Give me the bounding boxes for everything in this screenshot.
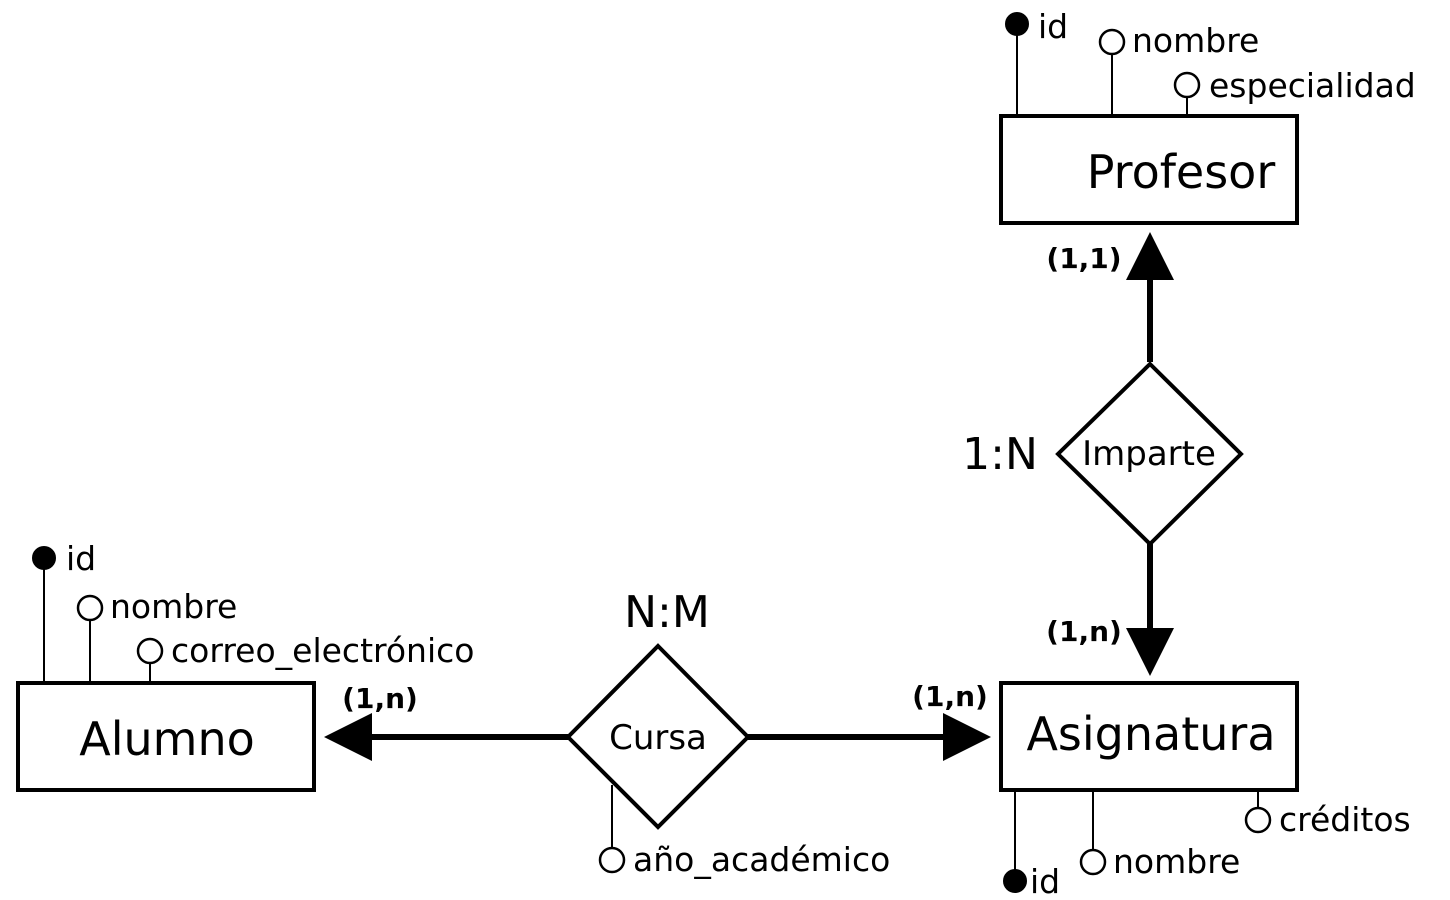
asignatura-attr-creditos: créditos (1279, 800, 1411, 839)
alumno-box[interactable] (16, 681, 316, 792)
alumno-attributes: id nombre correo_electrónico (32, 539, 474, 683)
asignatura-id-key-marker (1003, 869, 1027, 893)
cursa-label: Cursa (609, 718, 707, 758)
imparte-label: Imparte (1082, 434, 1216, 474)
asignatura-nombre-marker (1079, 848, 1107, 876)
profesor-label: Profesor (1087, 145, 1276, 199)
asignatura-attr-id: id (1030, 862, 1060, 900)
profesor-box[interactable] (999, 114, 1299, 225)
alumno-attr-correo: correo_electrónico (171, 631, 474, 670)
cursa-ratio: N:M (624, 587, 710, 638)
cursa-anio-marker (598, 846, 626, 874)
cursa-attr-anio-academico: año_académico (633, 840, 890, 879)
relationship-imparte[interactable]: Imparte (1055, 361, 1244, 547)
relationship-cursa[interactable]: Cursa (565, 643, 751, 830)
alumno-attr-id: id (66, 539, 96, 578)
alumno-label: Alumno (79, 712, 255, 766)
profesor-attr-id: id (1038, 7, 1068, 46)
cardinality-asignatura-cursa: (1,n) (912, 680, 988, 713)
cardinality-profesor-imparte: (1,1) (1046, 242, 1121, 275)
imparte-ratio: 1:N (962, 429, 1038, 480)
cardinality-asignatura-imparte: (1,n) (1046, 615, 1122, 648)
entity-asignatura[interactable]: Asignatura (999, 681, 1299, 792)
cursa-diamond[interactable] (565, 643, 751, 830)
profesor-attributes: id nombre especialidad (1005, 7, 1416, 116)
profesor-nombre-marker (1098, 28, 1126, 56)
profesor-especialidad-marker (1173, 71, 1201, 99)
alumno-nombre-marker (76, 594, 104, 622)
alumno-attr-nombre: nombre (110, 587, 237, 626)
alumno-correo-marker (136, 637, 164, 665)
entity-alumno[interactable]: Alumno (16, 681, 316, 792)
entity-profesor[interactable]: Profesor (999, 114, 1299, 225)
cardinality-alumno-cursa: (1,n) (342, 682, 418, 715)
profesor-attr-especialidad: especialidad (1209, 66, 1416, 105)
profesor-attr-nombre: nombre (1132, 21, 1259, 60)
asignatura-attributes: id nombre créditos (1003, 790, 1411, 900)
asignatura-creditos-marker (1244, 806, 1272, 834)
alumno-id-key-marker (32, 546, 56, 570)
asignatura-box[interactable] (999, 681, 1299, 792)
asignatura-attr-nombre: nombre (1113, 842, 1240, 881)
imparte-diamond[interactable] (1055, 361, 1244, 547)
profesor-id-key-marker (1005, 12, 1029, 36)
asignatura-label: Asignatura (1026, 707, 1275, 761)
